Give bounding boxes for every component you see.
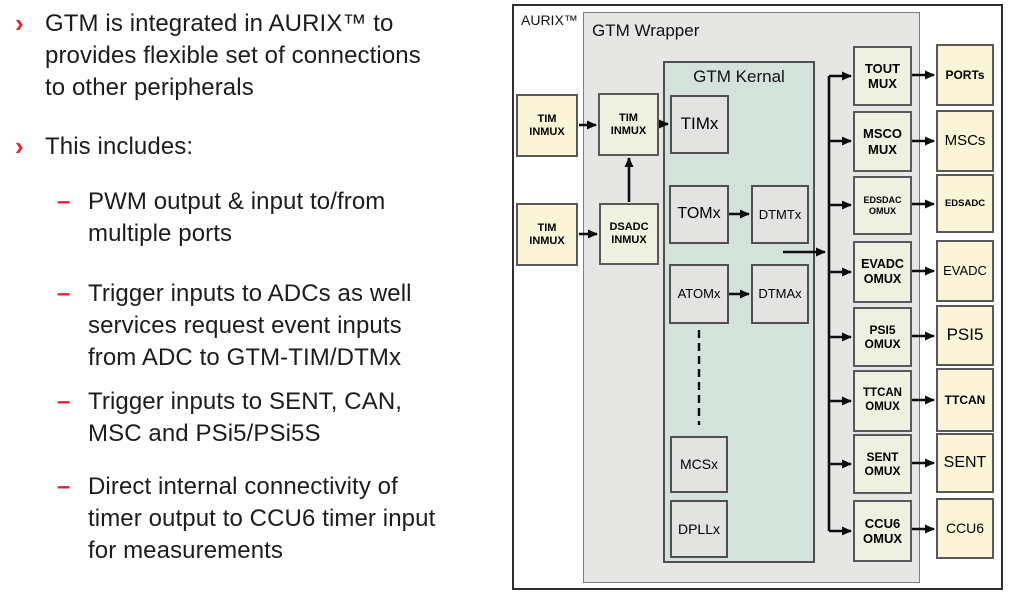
bullet-list: › GTM is integrated in AURIX™ to provide… (15, 8, 512, 567)
bullet-1-text: GTM is integrated in AURIX™ to provides … (45, 10, 421, 101)
node-tomx: TOMx (669, 185, 729, 244)
node-ccu6-omux: CCU6 OMUX (853, 500, 912, 562)
dash-bullet-icon: – (57, 388, 71, 415)
sub-bullet-3-text: Trigger inputs to SENT, CAN, MSC and PSi… (88, 388, 403, 447)
sub-bullet-3: – Trigger inputs to SENT, CAN, MSC and P… (57, 386, 512, 450)
sub-bullet-1-text: PWM output & input to/from multiple port… (88, 188, 386, 247)
node-ccu6: CCU6 (936, 498, 994, 559)
chevron-bullet-icon: › (15, 8, 24, 38)
sub-bullet-4-text: Direct internal connectivity of timer ou… (88, 473, 436, 564)
node-edsadc: EDSADC (936, 174, 994, 233)
sub-bullet-1: – PWM output & input to/from multiple po… (57, 186, 512, 250)
node-sent: SENT (936, 433, 994, 493)
node-sent-omux: SENT OMUX (853, 434, 912, 494)
gtm-wrapper-label: GTM Wrapper (592, 21, 700, 40)
node-dtmtx: DTMTx (751, 185, 809, 244)
dash-bullet-icon: – (57, 188, 71, 215)
node-evadc: EVADC (936, 240, 994, 302)
node-tim-inmux-wrapper: TIM INMUX (598, 93, 659, 156)
node-atomx: ATOMx (669, 264, 729, 324)
chevron-bullet-icon: › (15, 131, 24, 161)
node-mscs: MSCs (936, 110, 994, 172)
node-timx: TIMx (670, 95, 729, 154)
node-tim-inmux-ext-top: TIM INMUX (516, 94, 578, 157)
aurix-label: AURIX™ (521, 12, 578, 28)
node-tout-mux: TOUT MUX (853, 46, 912, 106)
sub-bullet-2-text: Trigger inputs to ADCs as well services … (88, 280, 412, 371)
dash-bullet-icon: – (57, 473, 71, 500)
sub-bullet-4: – Direct internal connectivity of timer … (57, 471, 512, 567)
node-msco-mux: MSCO MUX (853, 111, 912, 172)
bullet-1: › GTM is integrated in AURIX™ to provide… (15, 8, 512, 104)
bullet-2-text: This includes: (45, 133, 194, 160)
node-edsdac-omux: EDSDAC OMUX (853, 176, 912, 235)
node-dpllx: DPLLx (670, 500, 728, 558)
node-ttcan: TTCAN (936, 368, 994, 432)
gtm-kernel-label: GTM Kernal (693, 67, 785, 86)
bullet-2: › This includes: (15, 131, 512, 163)
node-psi5-omux: PSI5 OMUX (853, 307, 912, 367)
node-ttcan-omux: TTCAN OMUX (853, 370, 912, 432)
node-dtmax: DTMAx (751, 264, 809, 324)
node-mcsx: MCSx (670, 436, 728, 493)
dash-bullet-icon: – (57, 280, 71, 307)
sub-bullet-2: – Trigger inputs to ADCs as well service… (57, 278, 512, 374)
node-ports: PORTs (936, 44, 994, 106)
node-evadc-omux: EVADC OMUX (853, 241, 912, 303)
node-dsadc-inmux: DSADC INMUX (599, 203, 659, 265)
node-psi5: PSI5 (936, 305, 994, 366)
node-tim-inmux-ext-bottom: TIM INMUX (516, 203, 578, 266)
